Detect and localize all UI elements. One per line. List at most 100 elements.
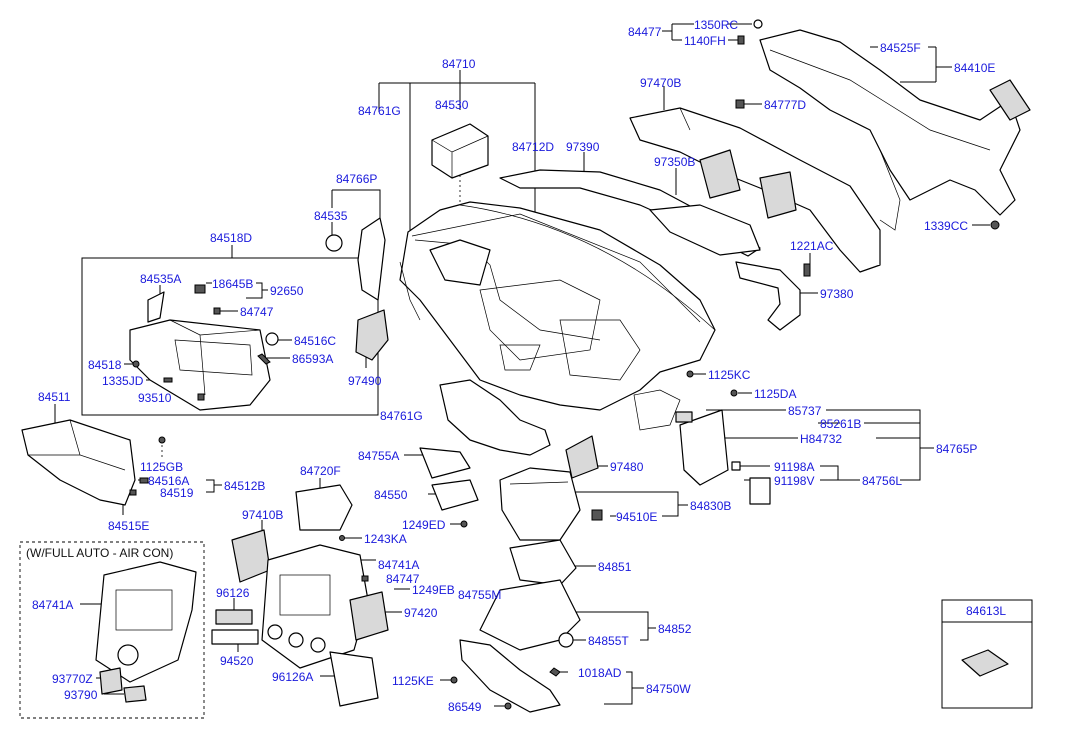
label-84741A-main: 84741A [378,558,420,572]
label-97390: 97390 [566,140,600,154]
label-97380: 97380 [820,287,854,301]
part-84755A-tray [419,447,471,479]
label-93510: 93510 [138,391,172,405]
label-94520: 94520 [220,654,254,668]
main-crash-pad [399,201,716,431]
part-1339CC-nut [990,220,1000,230]
label-84515E: 84515E [108,519,150,533]
label-97490: 97490 [348,374,382,388]
part-84518D-glovebox-housing [129,284,279,411]
label-85261B: 85261B [820,417,862,431]
label-93790: 93790 [64,688,98,702]
label-84747-top: 84747 [240,305,274,319]
label-84518: 84518 [88,358,122,372]
part-84613L-pad [961,649,1009,677]
label-97420: 97420 [404,606,438,620]
label-84756L: 84756L [862,474,903,488]
label-84518D: 84518D [210,231,253,245]
part-84720F-display-box [295,484,353,531]
label-84855T: 84855T [588,634,629,648]
label-84755M: 84755M [458,588,502,602]
label-84852: 84852 [658,622,692,636]
part-84830B-cluster-fascia [499,467,603,541]
label-1140FH: 1140FH [684,34,726,48]
label-84741A-inset: 84741A [32,598,74,612]
label-84516C: 84516C [294,334,337,348]
label-84750W: 84750W [646,682,691,696]
inset-title: (W/FULL AUTO - AIR CON) [26,546,174,560]
part-97380-side-duct [735,261,801,331]
label-91198A: 91198A [774,460,815,474]
label-1335JD: 1335JD [102,374,144,388]
inset-84741A-fascia [95,561,197,703]
label-84512B: 84512B [224,479,266,493]
label-92650: 92650 [270,284,304,298]
part-84777D-bolt [735,99,745,109]
label-18645B: 18645B [212,277,254,291]
label-91198V: 91198V [774,474,815,488]
label-1249ED: 1249ED [402,518,446,532]
part-84766P-side-cover [325,217,386,301]
label-97470B: 97470B [640,76,682,90]
label-86593A: 86593A [292,352,334,366]
label-94510E: 94510E [616,510,658,524]
part-1350RC-clip [753,19,763,29]
label-84530: 84530 [435,98,469,112]
label-1125DA: 1125DA [754,387,797,401]
label-84830B: 84830B [690,499,732,513]
label-84851: 84851 [598,560,632,574]
label-96126A: 96126A [272,670,314,684]
part-97480-center-vent [565,435,599,479]
part-84511-glovebox [21,419,166,506]
label-84777D: 84777D [764,98,807,112]
label-97480: 97480 [610,460,644,474]
part-94520-switch [211,629,259,645]
label-84761G-top: 84761G [358,104,401,118]
part-97410B-left-vent [231,529,271,583]
part-defroster-ducts [499,169,761,257]
label-84761G-mid: 84761G [380,409,423,423]
part-1125KC-screw [686,370,694,378]
part-1125DA-screw [730,389,738,397]
label-84511: 84511 [38,390,71,404]
part-96126A-bracket [329,651,379,707]
label-84410E: 84410E [954,61,996,75]
label-1339CC: 1339CC [924,219,969,233]
label-85737: 85737 [788,404,822,418]
part-97420-right-vent [349,591,389,641]
label-1249EB: 1249EB [412,583,455,597]
part-84761G-lower-pad [439,379,551,456]
label-86549: 86549 [448,700,482,714]
label-84720F: 84720F [300,464,341,478]
label-84712D: 84712D [512,140,555,154]
label-97410B: 97410B [242,508,284,522]
part-1140FH-bolt [737,35,745,45]
label-84519: 84519 [160,486,194,500]
label-84535A: 84535A [140,272,182,286]
part-84530-airbag [431,123,489,179]
label-84766P: 84766P [336,172,378,186]
label-1243KA: 1243KA [364,532,407,546]
label-1221AC: 1221AC [790,239,834,253]
label-84550: 84550 [374,488,408,502]
label-84525F: 84525F [880,41,921,55]
part-84410E-cowl-crossbar [759,29,1031,231]
label-84755A: 84755A [358,449,400,463]
part-96126-label-plate [215,609,253,625]
part-84851-column-shroud [479,539,581,651]
part-97470B-main-duct [629,107,881,273]
label-84613L: 84613L [966,604,1007,618]
label-H84732: H84732 [800,432,843,446]
label-1125KC: 1125KC [708,368,751,382]
inset-frame [19,541,205,719]
part-97490-side-vent [355,309,389,361]
label-1018AD: 1018AD [578,666,622,680]
part-84765P-side-panel [675,409,771,505]
label-84710: 84710 [442,57,476,71]
label-1125KE: 1125KE [392,674,434,688]
label-84765P: 84765P [936,442,978,456]
label-1125GB: 1125GB [140,460,184,474]
label-96126: 96126 [216,586,250,600]
